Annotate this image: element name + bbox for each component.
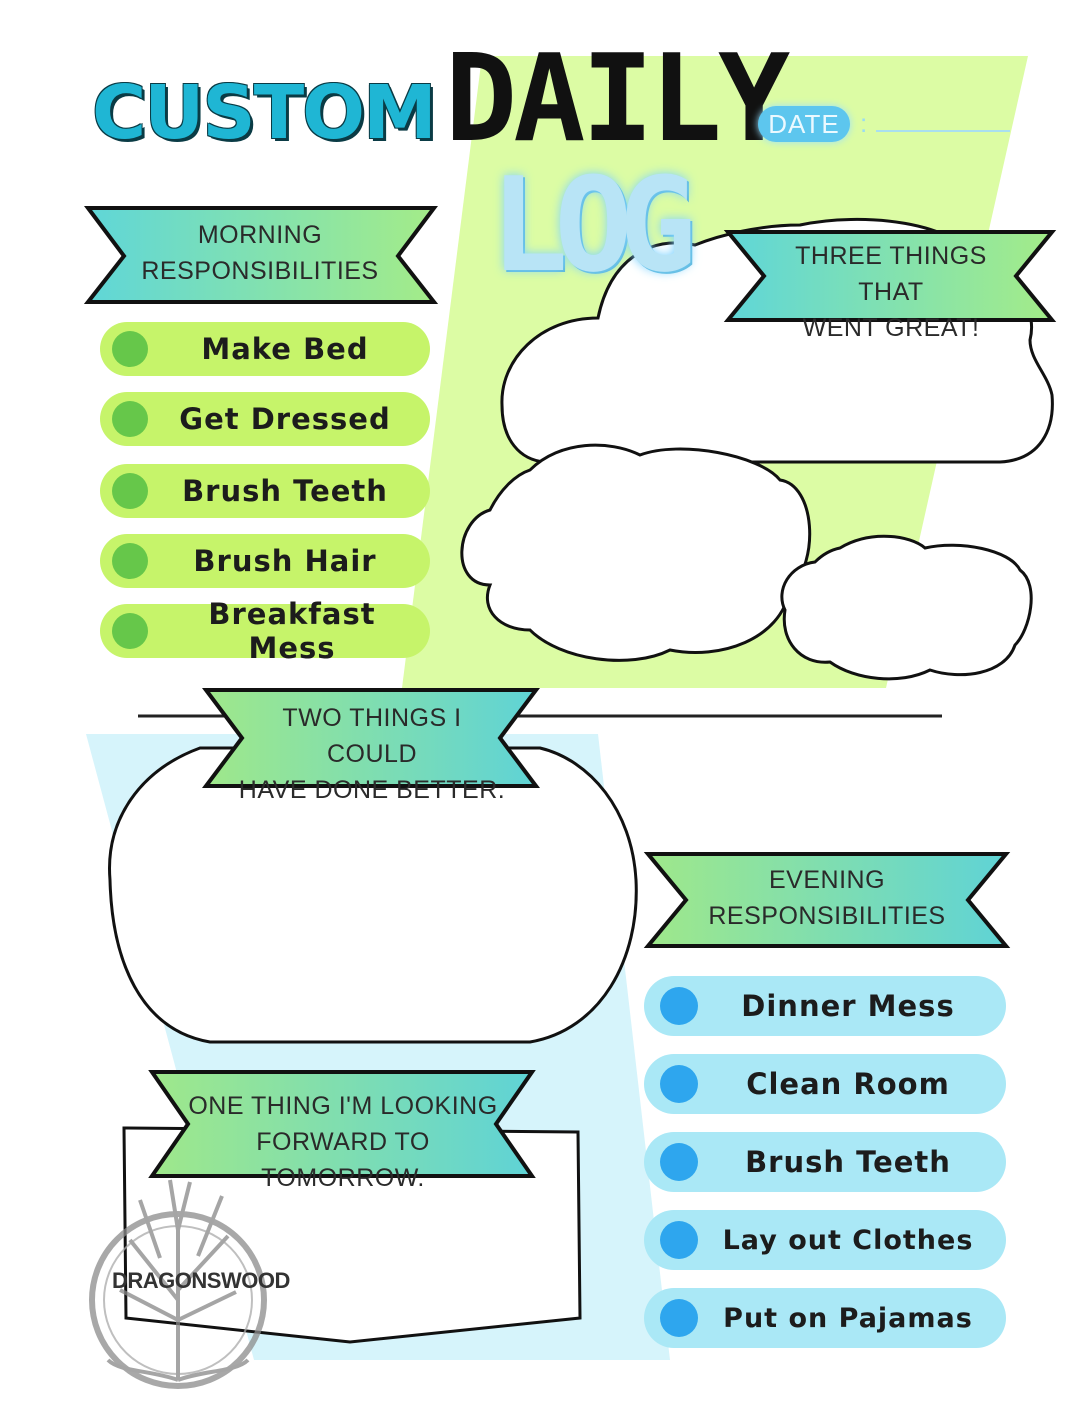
better-writing-box: [108, 746, 638, 1044]
evening-item-brush-teeth[interactable]: Brush Teeth: [644, 1132, 1006, 1192]
date-colon: :: [860, 108, 868, 138]
evening-item-put-on-pajamas[interactable]: Put on Pajamas: [644, 1288, 1006, 1348]
great-heading-line1: THREE THINGS THAT: [795, 242, 987, 306]
morning-item-brush-hair[interactable]: Brush Hair: [100, 534, 430, 588]
great-cloud-small: [780, 534, 1033, 681]
checkbox-dot-icon[interactable]: [112, 473, 148, 509]
tree-seal-icon: [89, 1179, 267, 1389]
morning-item-make-bed[interactable]: Make Bed: [100, 322, 430, 376]
morning-item-label: Brush Hair: [193, 544, 377, 578]
forward-heading: ONE THING I'M LOOKING FORWARD TO TOMORRO…: [184, 1088, 502, 1196]
checkbox-dot-icon[interactable]: [660, 987, 698, 1025]
evening-item-lay-out-clothes[interactable]: Lay out Clothes: [644, 1210, 1006, 1270]
dragonswood-logo-text: DRAGONSWOOD: [112, 1268, 290, 1293]
title-log: LOG: [490, 149, 697, 301]
evening-item-clean-room[interactable]: Clean Room: [644, 1054, 1006, 1114]
title-custom: CUSTOM: [92, 70, 437, 156]
evening-heading-line1: EVENING: [768, 866, 886, 894]
title-daily: DAILY: [445, 30, 790, 169]
checkbox-dot-icon[interactable]: [112, 543, 148, 579]
ribbon-morning: [83, 206, 439, 304]
evening-heading-line2: RESPONSIBILITIES: [708, 902, 946, 930]
morning-item-get-dressed[interactable]: Get Dressed: [100, 392, 430, 446]
checkbox-dot-icon[interactable]: [112, 613, 148, 649]
date-label: DATE: [758, 106, 850, 142]
evening-item-label: Put on Pajamas: [723, 1302, 973, 1334]
checkbox-dot-icon[interactable]: [660, 1065, 698, 1103]
forward-heading-line1: ONE THING I'M LOOKING: [188, 1092, 498, 1120]
checkbox-dot-icon[interactable]: [112, 401, 148, 437]
morning-heading-line2: RESPONSIBILITIES: [141, 257, 379, 285]
evening-heading: EVENING RESPONSIBILITIES: [682, 862, 972, 934]
ribbon-evening: [643, 852, 1011, 948]
better-heading-line2: HAVE DONE BETTER.: [238, 776, 506, 804]
morning-item-label: Make Bed: [201, 332, 369, 366]
checkbox-dot-icon[interactable]: [660, 1299, 698, 1337]
better-heading-line1: TWO THINGS I COULD: [282, 704, 462, 768]
morning-heading-line1: MORNING: [197, 221, 323, 249]
morning-item-breakfast-mess[interactable]: Breakfast Mess: [100, 597, 430, 665]
evening-item-dinner-mess[interactable]: Dinner Mess: [644, 976, 1006, 1036]
forward-heading-line2: FORWARD TO TOMORROW.: [256, 1128, 430, 1192]
morning-item-label: Get Dressed: [179, 402, 391, 436]
evening-item-label: Clean Room: [746, 1067, 950, 1101]
morning-item-brush-teeth[interactable]: Brush Teeth: [100, 464, 430, 518]
better-heading: TWO THINGS I COULD HAVE DONE BETTER.: [238, 700, 506, 808]
morning-item-label: Breakfast Mess: [208, 597, 376, 665]
evening-item-label: Brush Teeth: [745, 1145, 951, 1179]
ribbon-great: [723, 230, 1057, 322]
morning-heading: MORNING RESPONSIBILITIES: [120, 217, 400, 289]
ribbon-better: [202, 688, 540, 788]
morning-item-label: Brush Teeth: [182, 474, 388, 508]
great-heading: THREE THINGS THAT WENT GREAT!: [760, 238, 1022, 346]
evening-item-label: Lay out Clothes: [722, 1224, 974, 1256]
checkbox-dot-icon[interactable]: [660, 1221, 698, 1259]
great-cloud-middle: [460, 443, 812, 662]
ribbon-forward: [148, 1070, 536, 1178]
evening-item-label: Dinner Mess: [741, 989, 955, 1023]
checkbox-dot-icon[interactable]: [112, 331, 148, 367]
great-heading-line2: WENT GREAT!: [802, 314, 980, 342]
checkbox-dot-icon[interactable]: [660, 1143, 698, 1181]
